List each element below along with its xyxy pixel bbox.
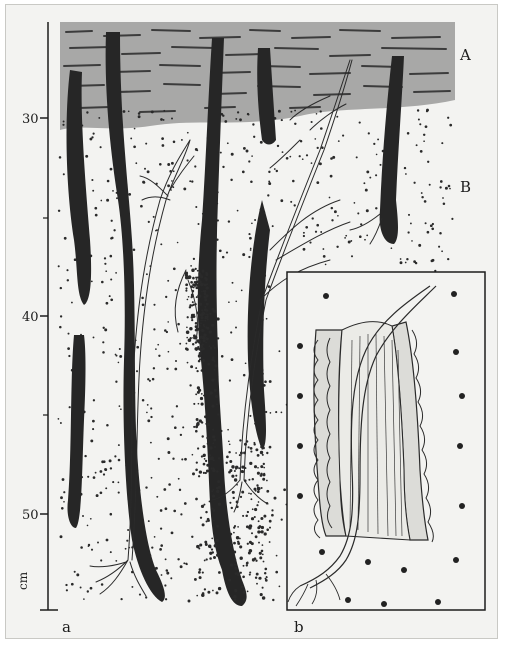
burrow-1-lower <box>67 335 85 528</box>
panel-label-b: b <box>294 618 304 636</box>
root-tip-1 <box>90 560 146 596</box>
panel-label-a: a <box>62 618 71 636</box>
root-branch-1 <box>140 156 194 200</box>
depth-label-30: 30 <box>22 112 39 127</box>
horizon-label-b: B <box>460 178 471 196</box>
inset-panel-b <box>287 272 485 610</box>
depth-label-50: 50 <box>22 508 39 523</box>
depth-unit-label: cm <box>16 571 30 590</box>
depth-scale <box>40 22 58 610</box>
root-tip-3 <box>350 214 382 244</box>
depth-label-40: 40 <box>22 310 39 325</box>
burrow-3 <box>198 38 247 606</box>
horizon-label-a: A <box>459 46 471 64</box>
